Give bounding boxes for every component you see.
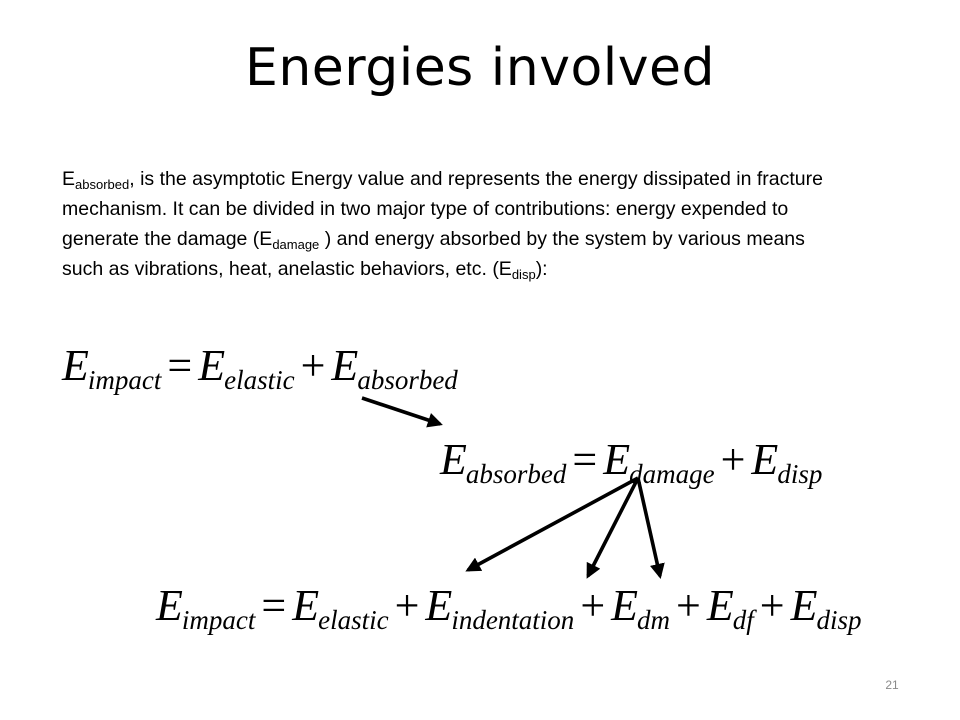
arrow-to-df-term <box>636 477 665 579</box>
arrow-group <box>361 396 665 579</box>
equation-impact-energy: Eimpact=Eelastic+Eabsorbed <box>62 341 458 394</box>
para-sub-disp: disp <box>511 267 536 282</box>
eq2-sub-lhs: absorbed <box>465 459 567 489</box>
eq1-symbol-t1: E <box>198 341 226 390</box>
eq3-symbol-t2: E <box>425 581 453 630</box>
eq3-symbol-t1: E <box>292 581 320 630</box>
eq1-plus: + <box>300 341 326 390</box>
eq2-equals: = <box>572 435 598 484</box>
arrow-to-dm-term <box>586 477 640 579</box>
eq1-sub-t1: elastic <box>224 365 295 395</box>
eq3-symbol-t4: E <box>706 581 734 630</box>
eq1-symbol-lhs: E <box>62 341 89 390</box>
eq3-symbol-lhs: E <box>156 581 183 630</box>
eq1-symbol-t2: E <box>331 341 359 390</box>
eq3-symbol-t5: E <box>790 581 818 630</box>
eq3-sub-t5: disp <box>816 605 862 635</box>
eq3-symbol-t3: E <box>611 581 639 630</box>
equation-absorbed-energy: Eabsorbed=Edamage+Edisp <box>440 435 822 488</box>
eq3-plus-3: + <box>676 581 701 630</box>
page-number: 21 <box>885 678 899 692</box>
eq2-sub-t2: disp <box>777 459 823 489</box>
eq3-sub-t2: indentation <box>451 605 575 635</box>
eq2-symbol-t2: E <box>751 435 779 484</box>
para-sub-damage: damage <box>272 237 320 252</box>
eq3-equals: = <box>261 581 287 630</box>
para-text-1: E <box>62 168 76 190</box>
para-text-2: , is the asymptotic Energy value and rep… <box>62 168 823 250</box>
arrow-to-indentation-term <box>465 476 639 572</box>
eq3-plus-2: + <box>580 581 606 630</box>
description-paragraph: Eabsorbed, is the asymptotic Energy valu… <box>62 164 842 284</box>
eq2-sub-t1: damage <box>629 459 715 489</box>
para-text-3: ) and energy absorbed by the system by v… <box>62 228 805 280</box>
eq3-sub-t1: elastic <box>318 605 389 635</box>
equation-impact-energy-expanded: Eimpact=Eelastic+Eindentation+Edm+Edf+Ed… <box>156 581 862 634</box>
eq1-sub-lhs: impact <box>87 365 162 395</box>
slide-title: Energies involved <box>244 38 716 98</box>
eq1-sub-t2: absorbed <box>357 365 458 395</box>
eq2-symbol-lhs: E <box>440 435 467 484</box>
para-sub-absorbed: absorbed <box>75 177 130 192</box>
eq3-sub-lhs: impact <box>181 605 256 635</box>
eq3-plus-4: + <box>759 581 785 630</box>
eq3-sub-t4: df <box>732 605 754 635</box>
eq2-symbol-t1: E <box>603 435 631 484</box>
eq2-plus: + <box>720 435 746 484</box>
para-text-4: ): <box>535 258 548 280</box>
eq3-plus-1: + <box>394 581 420 630</box>
eq3-sub-t3: dm <box>637 605 671 635</box>
arrow-to-absorbed-equation <box>361 396 443 428</box>
eq1-equals: = <box>167 341 193 390</box>
